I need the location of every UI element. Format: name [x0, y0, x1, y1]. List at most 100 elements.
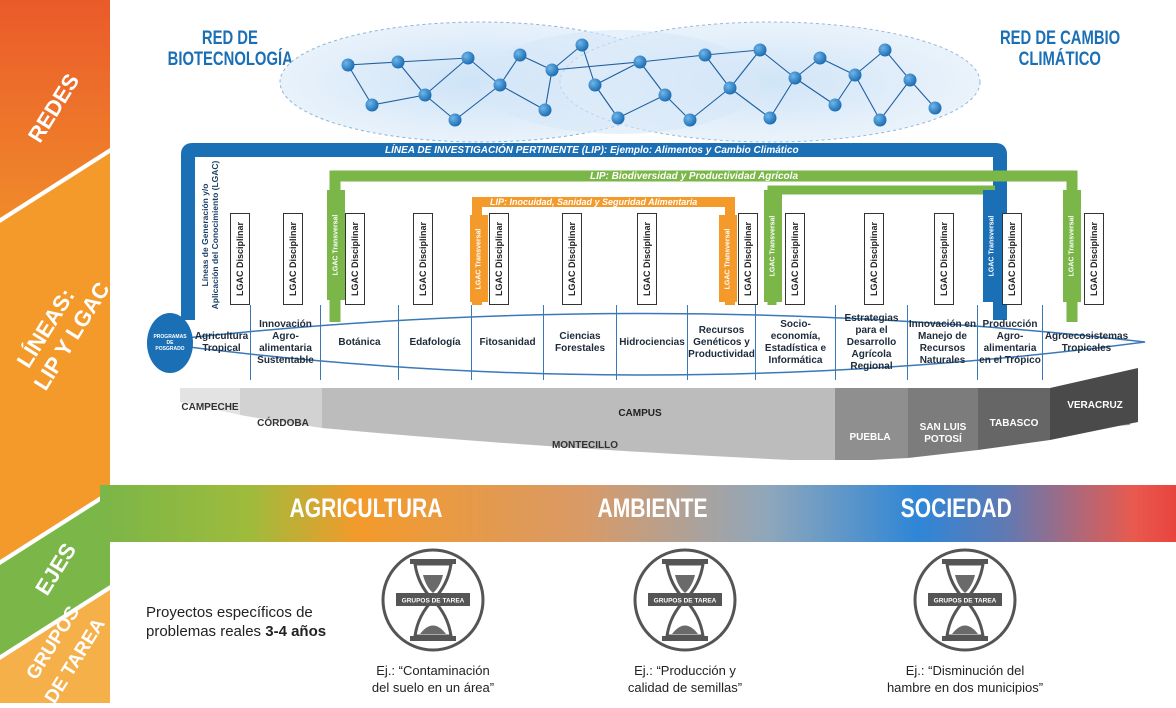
campus-cordoba: CÓRDOBA	[257, 418, 309, 429]
lgac-definition-line2: Aplicación del Conocimiento (LGAC)	[210, 160, 220, 310]
campus-montecillo: MONTECILLO	[551, 440, 619, 451]
network-node	[658, 88, 672, 102]
network-node	[418, 88, 432, 102]
network-node	[723, 81, 737, 95]
axis-agricultura: AGRICULTURA	[289, 493, 443, 523]
network-edge	[854, 74, 881, 121]
hourglass-badge: GRUPOS DE TAREA	[402, 598, 465, 605]
program-estrategias-desarrollo: Estrategias para el Desarrollo Agrícola …	[835, 305, 907, 380]
campus-band-montecillo	[322, 388, 835, 460]
lgac-transversal-box: LGAC Transversal	[764, 190, 782, 302]
lgac-disciplinar-box: LGAC Disciplinar	[738, 213, 758, 305]
program-socioeconomia: Socio-economía, Estadística e Informátic…	[755, 305, 835, 380]
network-biotecnologia-title: RED DE BIOTECNOLOGÍA	[167, 28, 293, 70]
network-cambio-climatico-title: RED DE CAMBIO CLIMÁTICO	[999, 28, 1121, 70]
campus-band-cordoba	[240, 388, 322, 428]
network-node	[788, 71, 802, 85]
network-edge	[854, 49, 886, 76]
lgac-disciplinar-box: LGAC Disciplinar	[864, 213, 884, 305]
network-node	[588, 78, 602, 92]
network-node	[391, 55, 405, 69]
network-edge	[581, 44, 596, 86]
network-edge	[424, 94, 456, 121]
program-innovacion-recursos-naturales: Innovación en Manejo de Recursos Natural…	[907, 305, 977, 380]
network-edge	[371, 94, 426, 106]
campus-puebla: PUEBLA	[849, 432, 891, 443]
network-edge	[879, 79, 911, 121]
lineas-band	[0, 153, 110, 560]
network-edge	[729, 87, 771, 119]
lgac-disciplinar-box: LGAC Disciplinar	[345, 213, 365, 305]
network-node	[448, 113, 462, 127]
campus-band-light	[180, 388, 240, 415]
network-node	[698, 48, 712, 62]
lip-green-label: LIP: Biodiversidad y Productividad Agríc…	[590, 171, 799, 182]
network-node	[873, 113, 887, 127]
lgac-disciplinar-box: LGAC Disciplinar	[562, 213, 582, 305]
network-node	[341, 58, 355, 72]
lgac-transversal-box: LGAC Transversal	[327, 190, 345, 300]
network-node	[753, 43, 767, 57]
hourglass-badge: GRUPOS DE TAREA	[934, 598, 997, 605]
campus-band-slp	[908, 388, 978, 458]
lgac-disciplinar-box: LGAC Disciplinar	[934, 213, 954, 305]
network-edge	[454, 84, 501, 121]
network-node	[878, 43, 892, 57]
network-edge	[594, 84, 619, 119]
network-node	[545, 63, 559, 77]
program-agroecosistemas-tropicales: Agroecosistemas Tropicales	[1042, 305, 1130, 380]
network-graph	[279, 21, 981, 143]
network-edge	[424, 57, 469, 96]
ejes-band	[0, 495, 110, 655]
network-edge	[347, 64, 373, 106]
lgac-transversal-box: LGAC Transversal	[983, 190, 1001, 302]
network-edge	[347, 61, 399, 66]
lgac-disciplinar-box: LGAC Disciplinar	[637, 213, 657, 305]
campus-band-tabasco	[978, 388, 1050, 450]
proyectos-text: Proyectos específicos de problemas reale…	[146, 604, 327, 640]
lgac-definition-vertical: Líneas de Generación y/o Aplicación del …	[196, 160, 224, 310]
lgac-disciplinar-box: LGAC Disciplinar	[413, 213, 433, 305]
lip-blue-bar	[181, 143, 1007, 320]
network-node	[828, 98, 842, 112]
network-node	[575, 38, 589, 52]
campus-tabasco: TABASCO	[989, 418, 1039, 429]
network-edge	[769, 77, 796, 119]
network-edge	[794, 77, 836, 106]
network-edge	[397, 61, 426, 96]
network-node	[538, 103, 552, 117]
program-ciencias-forestales: Ciencias Forestales	[543, 305, 616, 380]
grupos-band	[0, 590, 110, 703]
network-node	[763, 111, 777, 125]
program-edafologia: Edafología	[398, 305, 471, 380]
network-edge	[617, 94, 666, 119]
network-edge	[499, 84, 546, 111]
hourglass-badge: GRUPOS DE TAREA	[654, 598, 717, 605]
network-node	[683, 113, 697, 127]
hourglass-icon: GRUPOS DE TAREA	[913, 548, 1017, 652]
network-edge	[689, 87, 731, 121]
network-edge	[544, 69, 553, 111]
posgrado-label: PROGRAMAS DE POSGRADO	[153, 334, 187, 352]
network-edge	[759, 49, 796, 79]
hourglass-icon: GRUPOS DE TAREA	[381, 548, 485, 652]
lip-blue-label: LÍNEA DE INVESTIGACIÓN PERTINENTE (LIP):…	[385, 145, 799, 156]
axis-ambiente: AMBIENTE	[597, 493, 708, 523]
lgac-disciplinar-box: LGAC Disciplinar	[1084, 213, 1104, 305]
network-edge	[729, 49, 761, 89]
campus-title: CAMPUS	[618, 408, 662, 419]
lgac-definition-line1: Líneas de Generación y/o	[200, 183, 210, 287]
network-edge	[639, 61, 666, 96]
network-node	[611, 111, 625, 125]
network-node	[365, 98, 379, 112]
network-edge	[551, 44, 583, 71]
network-node	[928, 101, 942, 115]
program-recursos-geneticos: Recursos Genéticos y Productividad	[687, 305, 755, 380]
network-node	[903, 73, 917, 87]
ejes-band	[100, 485, 1176, 542]
program-hidrociencias: Hidrociencias	[616, 305, 687, 380]
network-edge	[551, 61, 641, 71]
